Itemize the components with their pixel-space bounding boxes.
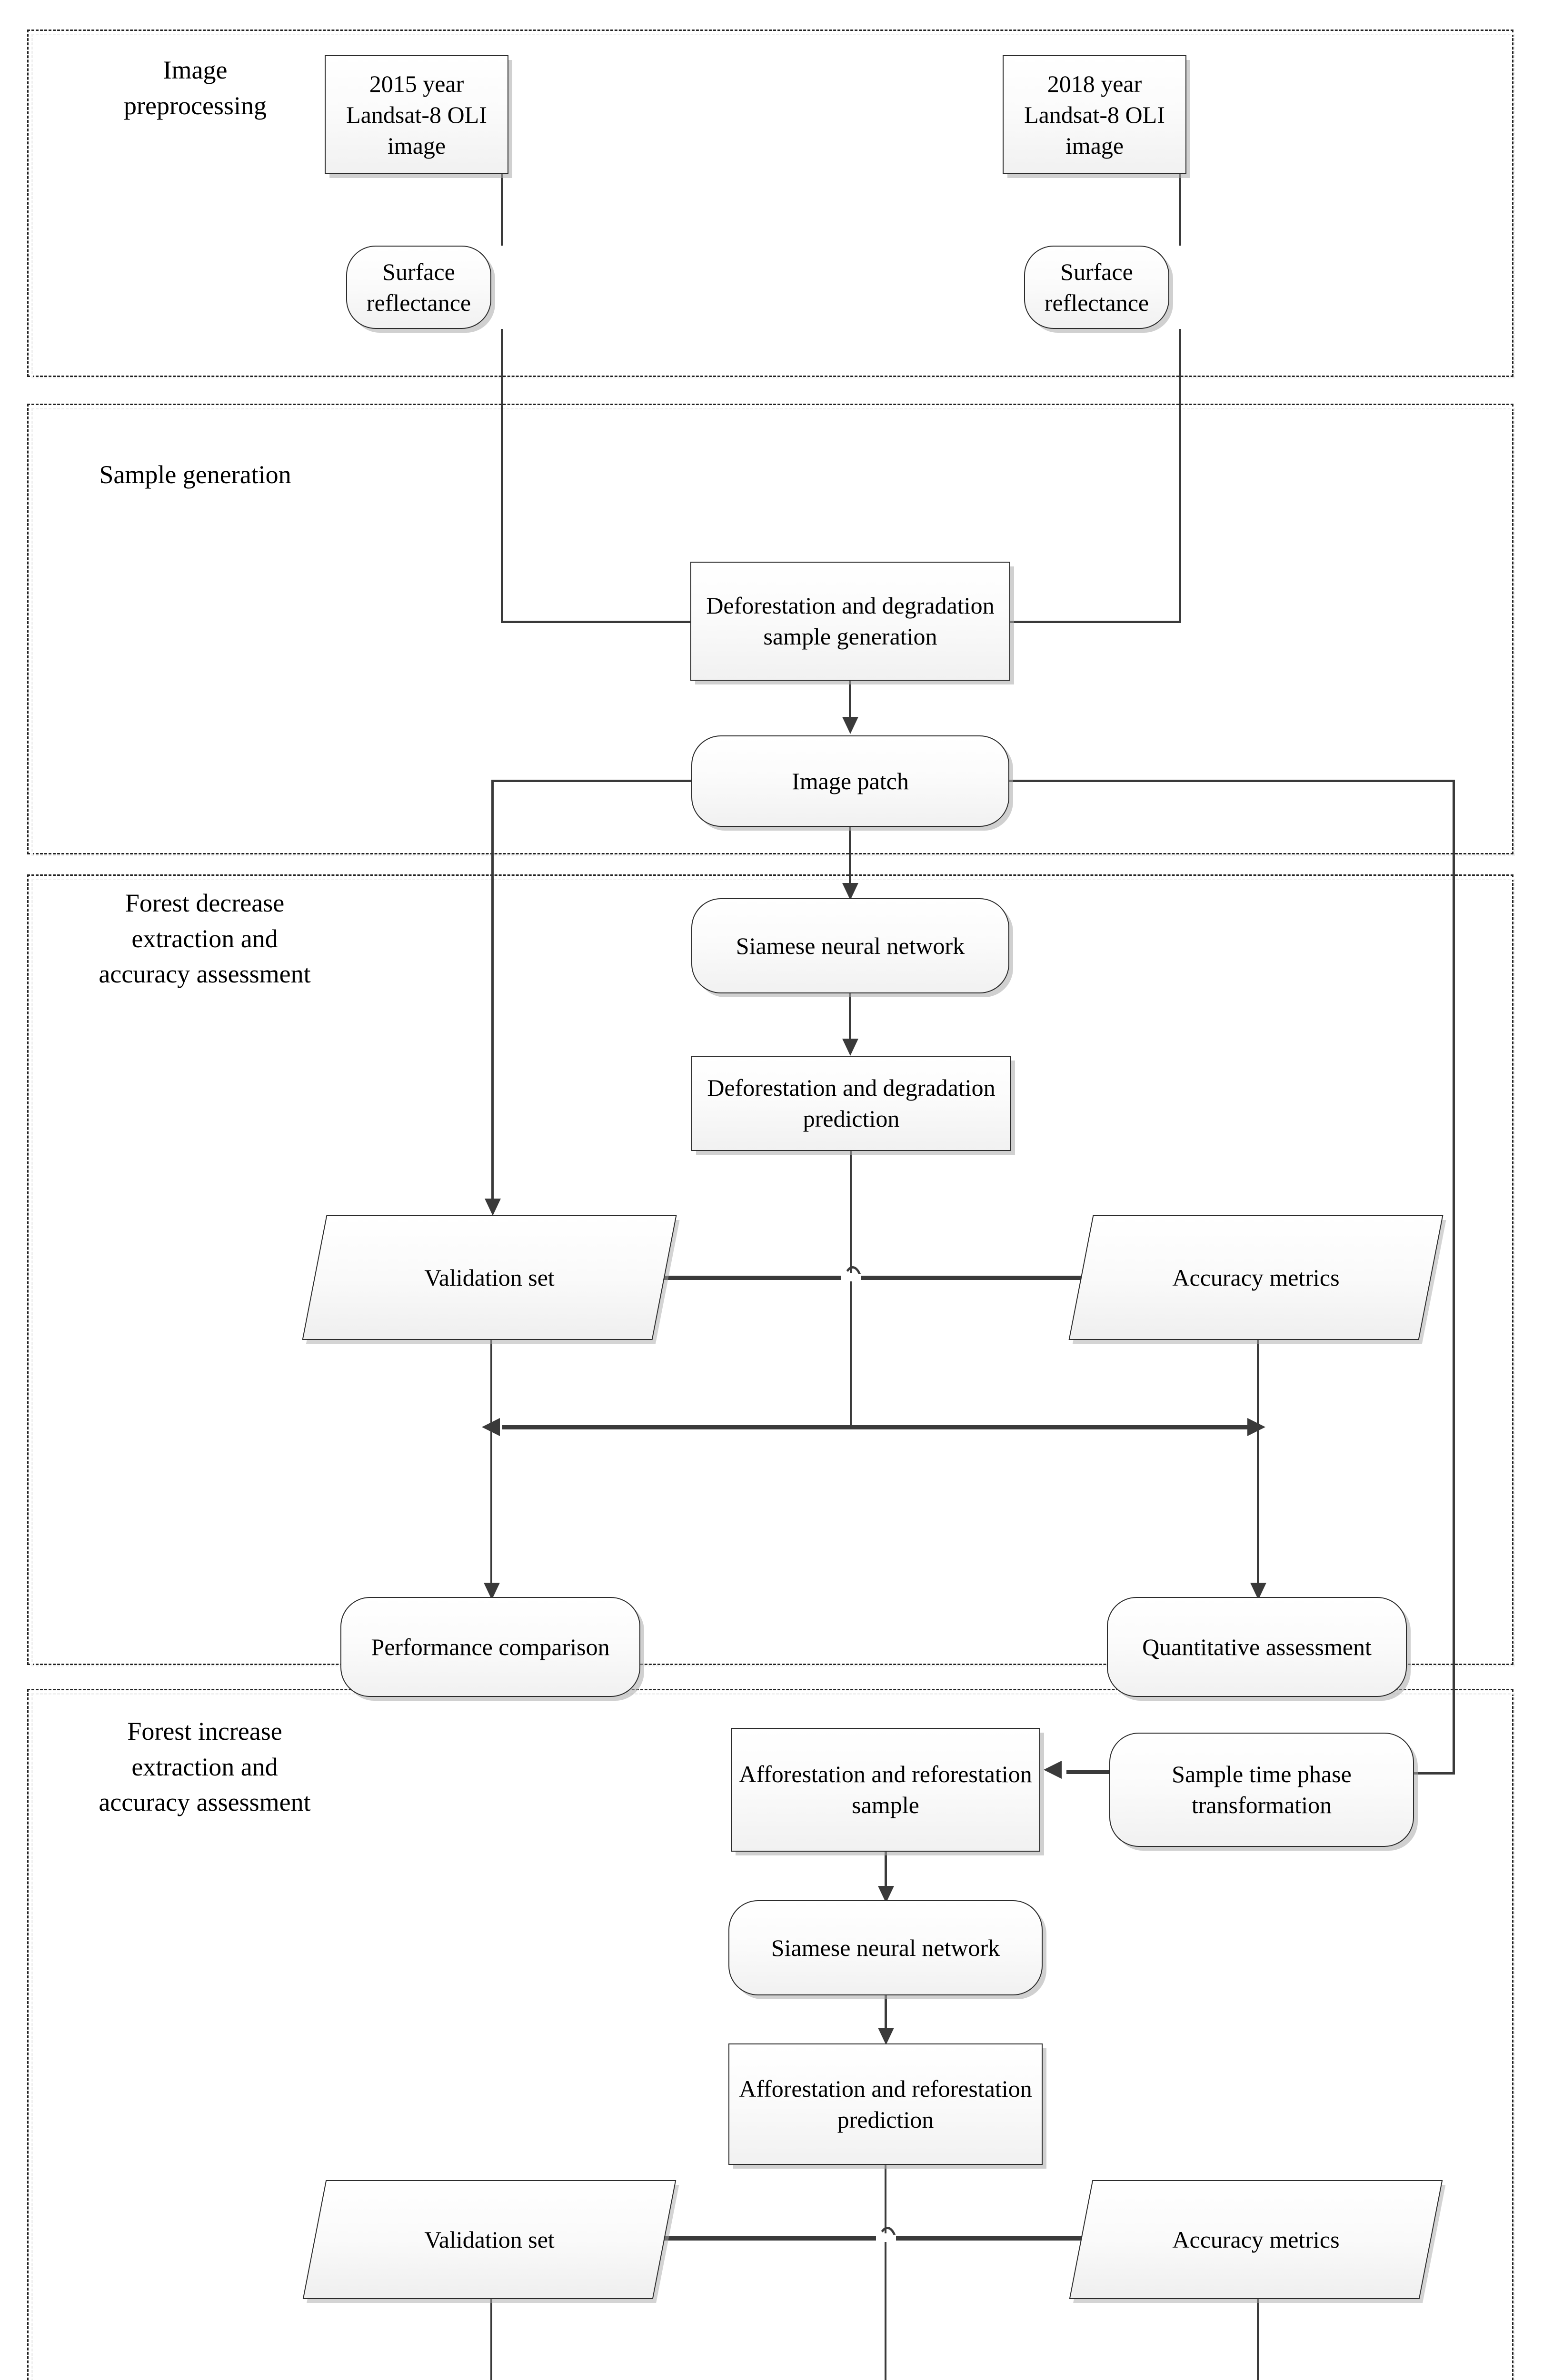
- edge-landsat2018-to-surface: [1179, 174, 1181, 246]
- node-surface-reflectance-right-label: Surface reflectance: [1044, 258, 1149, 316]
- node-deforestation-sample-generation-label: Deforestation and degradation sample gen…: [706, 592, 995, 650]
- arrowhead-bar1-left: [482, 1418, 500, 1436]
- edge-surfaceleft-down: [501, 329, 503, 623]
- edge-imagepatch-right: [1007, 780, 1455, 782]
- edge-imagepatch-right-down: [1453, 780, 1455, 1775]
- node-surface-reflectance-left-label: Surface reflectance: [366, 258, 471, 316]
- node-validation-set-1[interactable]: Validation set: [302, 1215, 677, 1340]
- node-image-patch[interactable]: Image patch: [691, 735, 1009, 827]
- node-landsat-2015[interactable]: 2015 year Landsat-8 OLI image: [325, 55, 508, 174]
- edge-validationset1-down: [490, 1333, 492, 1599]
- edge-landsat2015-to-surface: [501, 174, 503, 246]
- edge-validationset1-to-accuracy1: [614, 1276, 1138, 1280]
- node-validation-set-2[interactable]: Validation set: [302, 2180, 677, 2299]
- node-siamese-neural-network-2[interactable]: Siamese neural network: [728, 1900, 1043, 1995]
- edge-afforsample-to-siamese2: [885, 1852, 887, 1887]
- section-caption-forest-increase: Forest increase extraction and accuracy …: [99, 1717, 311, 1817]
- node-siamese-neural-network-2-label: Siamese neural network: [771, 1934, 1000, 1961]
- node-sample-time-phase-transformation[interactable]: Sample time phase transformation: [1109, 1733, 1414, 1847]
- edge-siamese1-to-prediction: [849, 993, 851, 1040]
- section-caption-forest-decrease: Forest decrease extraction and accuracy …: [99, 889, 311, 989]
- edge-imagepatch-left-down: [491, 780, 494, 1201]
- edge-validationset2-down: [490, 2292, 492, 2380]
- node-accuracy-metrics-1-label: Accuracy metrics: [1172, 1264, 1340, 1291]
- node-afforestation-prediction[interactable]: Afforestation and reforestation predicti…: [728, 2043, 1043, 2165]
- node-sample-time-phase-transformation-label: Sample time phase transformation: [1172, 1761, 1352, 1818]
- node-performance-comparison-1-label: Performance comparison: [371, 1633, 610, 1660]
- node-accuracy-metrics-2-label: Accuracy metrics: [1172, 2226, 1340, 2253]
- edge-imagepatch-left: [491, 780, 693, 782]
- node-landsat-2015-label: 2015 year Landsat-8 OLI image: [346, 70, 487, 159]
- node-image-patch-label: Image patch: [792, 767, 909, 794]
- node-accuracy-metrics-2[interactable]: Accuracy metrics: [1069, 2180, 1443, 2299]
- arrowhead-siamese1-to-prediction: [842, 1039, 858, 1056]
- node-deforestation-sample-generation[interactable]: Deforestation and degradation sample gen…: [690, 562, 1010, 681]
- node-quantitative-assessment-1-label: Quantitative assessment: [1142, 1633, 1372, 1660]
- node-surface-reflectance-left[interactable]: Surface reflectance: [346, 246, 491, 329]
- edge-accuracy2-down: [1257, 2292, 1259, 2380]
- node-quantitative-assessment-1[interactable]: Quantitative assessment: [1107, 1597, 1407, 1697]
- edge-prediction2-spine: [885, 2165, 886, 2380]
- arrowhead-imagepatch-to-validationset1: [485, 1199, 501, 1216]
- node-siamese-neural-network-1[interactable]: Siamese neural network: [691, 898, 1009, 993]
- edge-surfaceright-down: [1179, 329, 1181, 623]
- node-landsat-2018[interactable]: 2018 year Landsat-8 OLI image: [1003, 55, 1186, 174]
- edge-surfaceleft-right: [501, 621, 691, 623]
- node-surface-reflectance-right[interactable]: Surface reflectance: [1024, 246, 1169, 329]
- node-afforestation-prediction-label: Afforestation and reforestation predicti…: [739, 2075, 1032, 2133]
- arrowhead-siamese2-to-prediction: [878, 2028, 894, 2045]
- node-validation-set-1-label: Validation set: [424, 1264, 555, 1291]
- arrowhead-bar1-right: [1247, 1418, 1265, 1436]
- edge-accuracy1-down: [1257, 1333, 1259, 1599]
- edge-sampletime-to-afforsample: [1066, 1770, 1112, 1774]
- node-deforestation-prediction[interactable]: Deforestation and degradation prediction: [691, 1056, 1011, 1151]
- arrowhead-sampletime-to-afforsample: [1044, 1761, 1062, 1779]
- edge-siamese2-to-prediction: [885, 1995, 887, 2030]
- line-jump-hop-1: [842, 1266, 863, 1287]
- arrowhead-imagepatch-to-siamese1: [842, 883, 858, 900]
- node-landsat-2018-label: 2018 year Landsat-8 OLI image: [1024, 70, 1165, 159]
- edge-surfaceright-left: [1009, 621, 1181, 623]
- edge-bidirectional-bar-1: [502, 1425, 1250, 1429]
- edge-prediction1-spine: [850, 1151, 852, 1427]
- node-afforestation-sample-label: Afforestation and reforestation sample: [739, 1761, 1032, 1818]
- node-validation-set-2-label: Validation set: [424, 2226, 555, 2253]
- edge-imagepatch-to-siamese1: [849, 827, 851, 884]
- node-afforestation-sample[interactable]: Afforestation and reforestation sample: [731, 1728, 1040, 1852]
- arrowhead-samplegen-to-imagepatch: [842, 717, 858, 734]
- node-performance-comparison-1[interactable]: Performance comparison: [340, 1597, 640, 1697]
- edge-samplegen-to-imagepatch: [849, 681, 851, 718]
- node-accuracy-metrics-1[interactable]: Accuracy metrics: [1068, 1215, 1443, 1340]
- node-siamese-neural-network-1-label: Siamese neural network: [736, 932, 965, 959]
- section-caption-image-preprocessing: Image preprocessing: [124, 56, 267, 120]
- node-deforestation-prediction-label: Deforestation and degradation prediction: [707, 1074, 995, 1132]
- section-caption-sample-generation: Sample generation: [99, 460, 291, 489]
- line-jump-hop-2: [877, 2227, 898, 2248]
